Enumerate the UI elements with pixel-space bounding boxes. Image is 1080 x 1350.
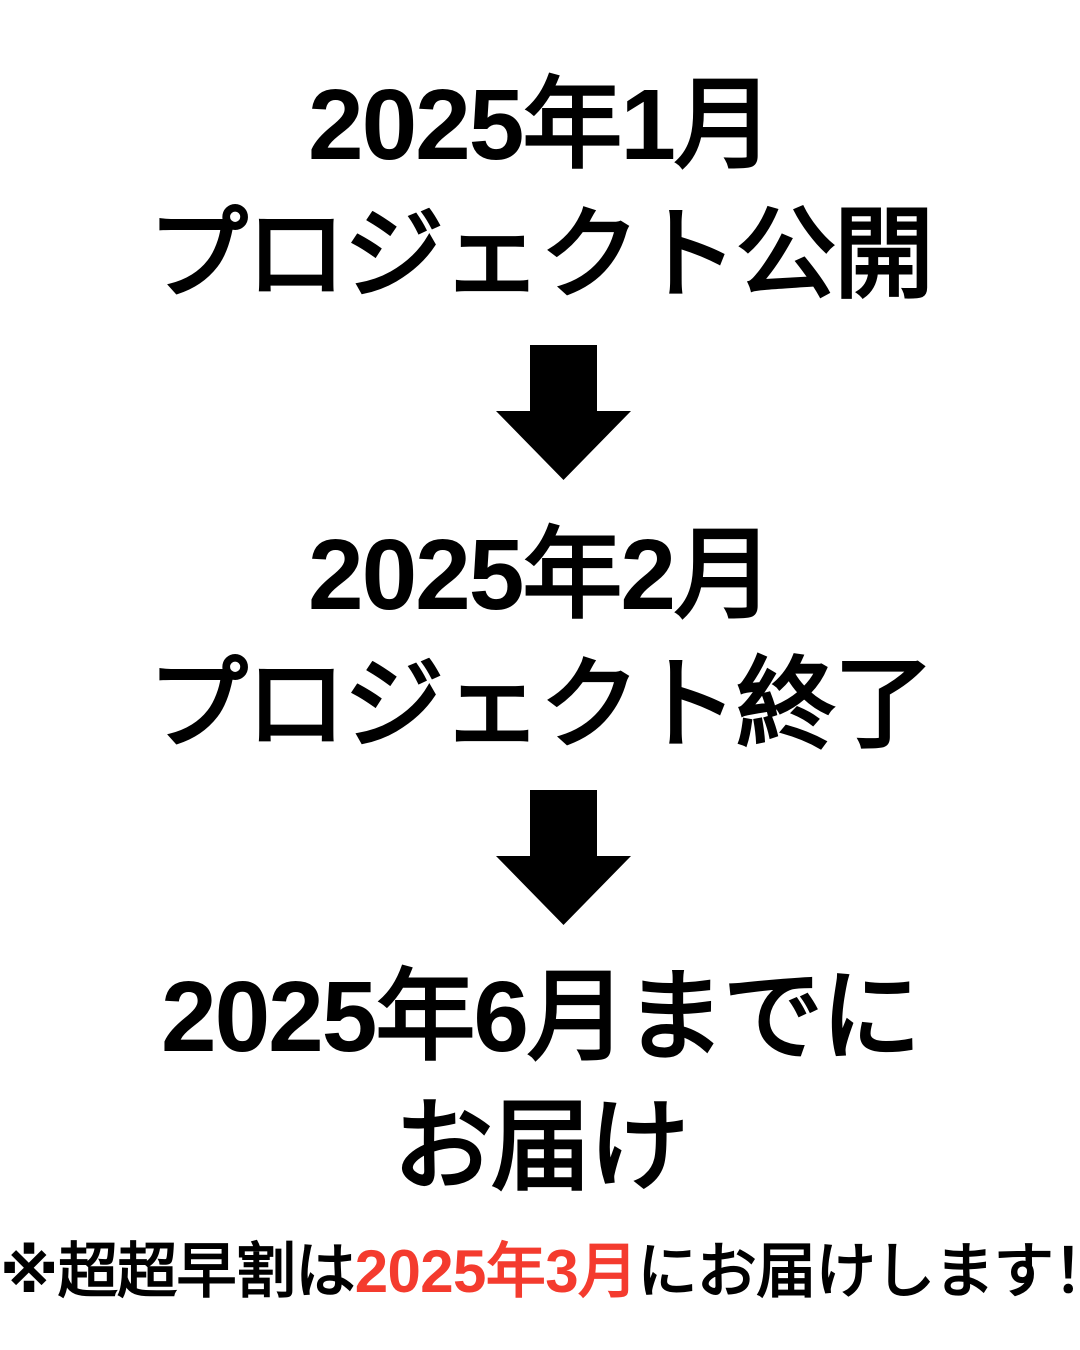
step-1-label: プロジェクト公開 [148,199,934,311]
timeline-step-3: 2025年6月までに お届け [0,952,1080,1212]
step-2-label: プロジェクト終了 [148,649,934,761]
delivery-note: ※超超早割は2025年3月にお届けします！ [0,1232,1080,1312]
note-prefix: ※超超早割は [0,1238,355,1305]
step-2-date: 2025年2月 [307,519,774,631]
note-highlight-date: 2025年3月 [354,1238,638,1305]
timeline-step-1: 2025年1月 プロジェクト公開 [0,60,1080,320]
down-arrow-icon [496,790,631,925]
note-suffix: にお届けします！ [637,1238,1080,1305]
timeline-step-2: 2025年2月 プロジェクト終了 [0,510,1080,770]
step-3-date: 2025年6月までに [160,961,921,1073]
down-arrow-icon [496,345,631,480]
step-1-date: 2025年1月 [307,69,774,181]
step-3-label: お届け [393,1091,689,1203]
